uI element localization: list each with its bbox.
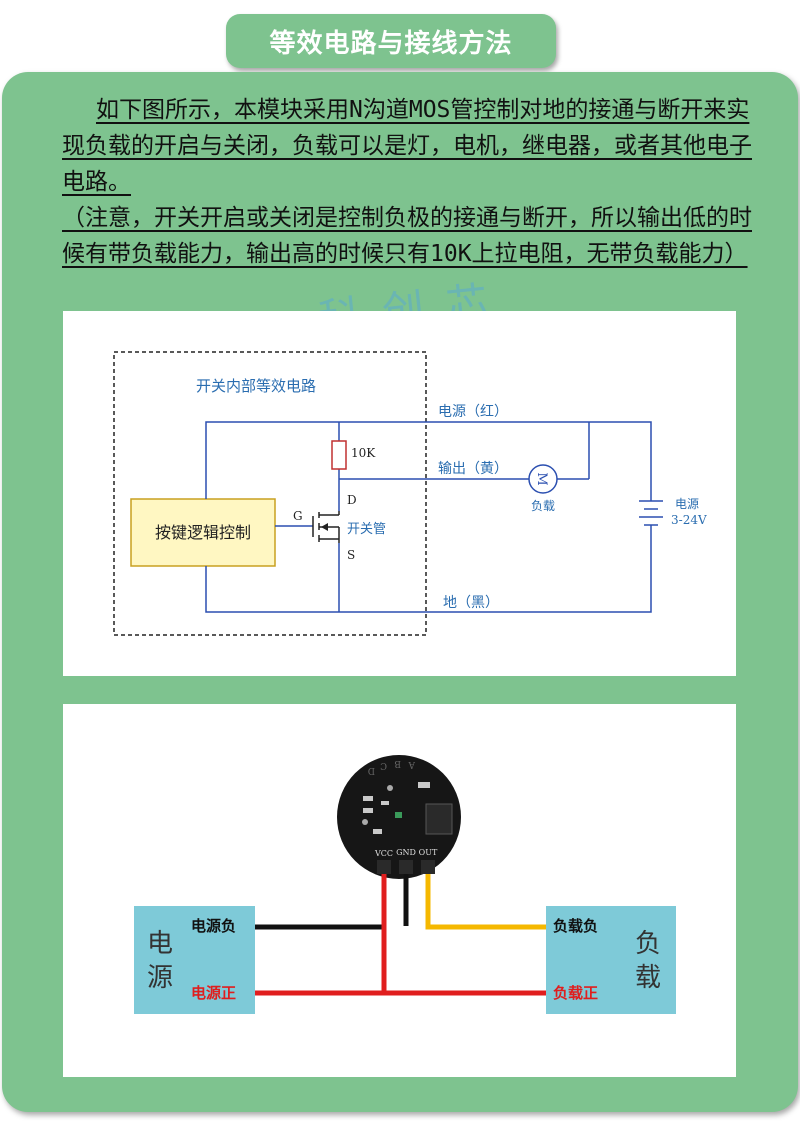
gate-label: G [293, 509, 303, 523]
load-positive-label: 负载正 [553, 984, 598, 1002]
resistor-label: 10K [351, 446, 376, 460]
battery-icon [639, 461, 663, 539]
description-text: 如下图所示，本模块采用N沟道MOS管控制对地的接通与断开来实现负载的开启与关闭，… [62, 92, 762, 272]
internal-circuit-title: 开关内部等效电路 [196, 377, 316, 395]
smd-component [363, 796, 373, 801]
pin-out-label: OUT [419, 848, 438, 857]
ground-wire-label: 地（黑） [443, 595, 499, 611]
ic-chip [425, 803, 453, 835]
circuit-wires [205, 421, 652, 613]
supply-range: 3-24V [671, 513, 707, 527]
power-positive-label: 电源正 [191, 984, 236, 1002]
black-wire [255, 870, 387, 930]
board-letter-d: D [368, 765, 375, 775]
motor-symbol: M [534, 472, 549, 485]
description-paragraph-2: （注意，开关开启或关闭是控制负极的接通与断开，所以输出低的时候有带负载能力，输出… [62, 205, 752, 267]
pad-icon [387, 785, 393, 791]
power-block-title-char-2: 源 [147, 963, 173, 993]
board-letter-c: C [380, 760, 387, 770]
smd-component [381, 801, 389, 805]
load-block-title-char-1: 负 [635, 929, 661, 959]
supply-label: 电源 [675, 497, 699, 511]
yellow-wire [425, 870, 546, 930]
pin-vcc-label: VCC [374, 849, 393, 858]
pin-gnd-label: GND [396, 848, 416, 857]
load-block [546, 906, 676, 1014]
equivalent-circuit-card: 开关内部等效电路 按键逻辑控制 10K [63, 311, 736, 676]
smd-component [373, 829, 382, 834]
wiring-diagram-card: D C B A VCC GND OUT 电 源 电源负 电源 [63, 704, 736, 1077]
board-letter-a: A [408, 759, 416, 769]
logic-control-label: 按键逻辑控制 [155, 523, 251, 542]
power-block [134, 906, 255, 1014]
load-block-title-char-2: 载 [635, 963, 661, 993]
mosfet-arrow-icon [321, 523, 328, 531]
equivalent-circuit-diagram: 开关内部等效电路 按键逻辑控制 10K [113, 351, 707, 636]
motor-icon [528, 464, 558, 494]
led-component [395, 812, 402, 818]
smd-component [418, 782, 430, 788]
pad-icon [362, 819, 368, 825]
load-label: 负载 [531, 499, 555, 513]
output-wire-label: 输出（黄） [438, 460, 508, 477]
section-title: 等效电路与接线方法 [226, 14, 556, 68]
power-wire-label: 电源（红） [438, 404, 508, 420]
source-label: S [347, 548, 355, 562]
power-negative-label: 电源负 [191, 917, 236, 935]
internal-circuit-box [113, 351, 427, 636]
description-paragraph-1: 如下图所示，本模块采用N沟道MOS管控制对地的接通与断开来实现负载的开启与关闭，… [62, 97, 752, 195]
pin-out [421, 860, 435, 874]
pullup-resistor [331, 440, 347, 470]
board-letter-row: D C B A [368, 758, 416, 775]
smd-component [363, 808, 373, 813]
pin-gnd [399, 860, 413, 874]
logic-control-box [130, 498, 276, 567]
pin-vcc [377, 860, 391, 874]
power-block-title-char-1: 电 [147, 929, 173, 959]
board-letter-b: B [394, 758, 401, 768]
mosfet-label: 开关管 [347, 522, 386, 537]
wiring-diagram: D C B A VCC GND OUT 电 源 电源负 电源 [134, 755, 676, 1014]
load-negative-label: 负载负 [553, 917, 598, 935]
drain-label: D [347, 493, 357, 507]
